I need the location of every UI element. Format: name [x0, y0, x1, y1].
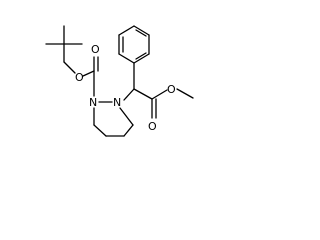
- label-ester-methoxy-oxygen: O: [167, 83, 176, 96]
- label-ring-nitrogen-1: N: [89, 96, 97, 109]
- label-ester-carbonyl-oxygen: O: [148, 120, 157, 133]
- bond-ester-c-to-o: [151, 89, 168, 100]
- bond-phenyl-4: [133, 25, 150, 36]
- structure-diagram: O O N N O O: [45, 25, 194, 137]
- label-carbamate-carbonyl-oxygen: O: [91, 43, 100, 56]
- bond-o-to-methyl: [176, 88, 194, 99]
- bond-phenyl-3: [118, 25, 135, 36]
- bond-ch-to-ester-c: [133, 88, 153, 100]
- bond-c-to-o-ester: [63, 61, 76, 74]
- bond-phenyl-1: [118, 53, 135, 64]
- bonds: [45, 25, 194, 137]
- bond-phenyl-inner-c: [135, 52, 147, 60]
- bond-ring-right: [119, 107, 134, 126]
- bond-n2-to-ch: [123, 88, 135, 101]
- bond-o-to-carbonyl: [82, 70, 95, 77]
- bond-ring-bottom-left: [93, 124, 107, 137]
- bond-phenyl-6: [133, 53, 150, 64]
- atom-labels: O O N N O O: [75, 43, 176, 133]
- label-carbamate-ester-oxygen: O: [75, 71, 84, 84]
- bond-ring-bottom-right: [123, 124, 134, 137]
- label-ring-nitrogen-2: N: [113, 96, 121, 109]
- bond-phenyl-inner-b: [135, 29, 147, 37]
